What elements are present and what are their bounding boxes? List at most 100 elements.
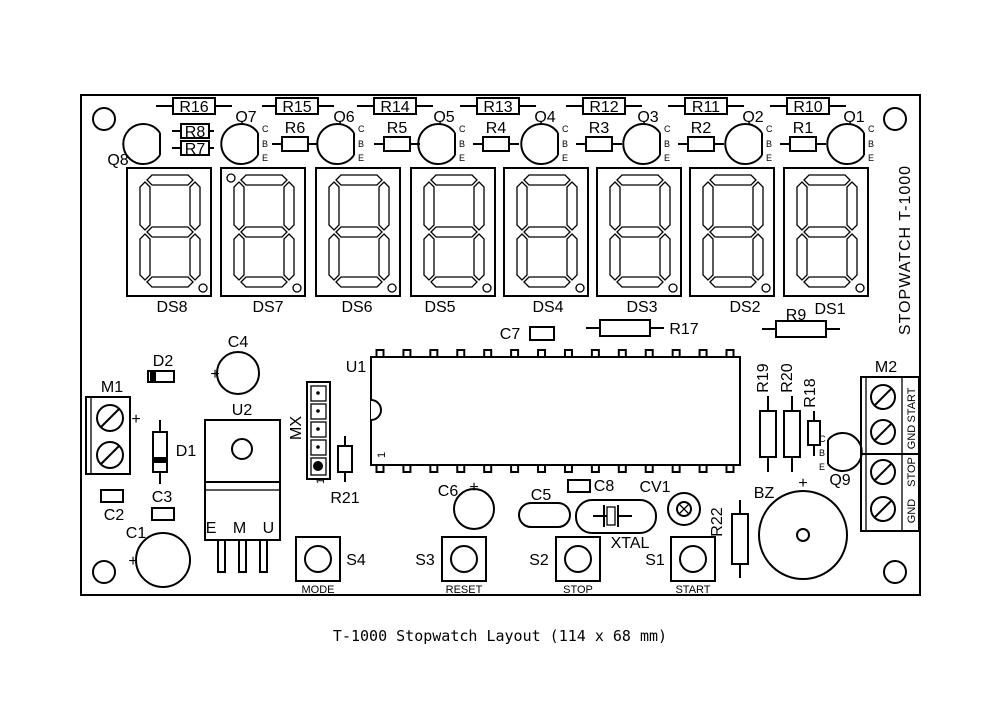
board-outline — [80, 94, 921, 596]
diode-d2: D2 — [147, 353, 175, 383]
pin-letter: C — [819, 434, 826, 444]
terminal-m2: M2 START GND STOP GND — [860, 359, 920, 532]
part-label: C7 — [500, 326, 521, 343]
part-label: R17 — [669, 321, 698, 338]
resistor-label: R11 — [692, 99, 720, 116]
part-label: R20 — [779, 363, 796, 392]
transistor-label: Q3 — [637, 109, 658, 126]
transistor-q7: C B E Q7 — [220, 109, 269, 165]
button-s2[interactable]: S2 STOP — [529, 536, 601, 596]
ic-pin — [537, 464, 547, 473]
transistor-label: Q4 — [534, 109, 555, 126]
resistor-r19: R19 — [755, 363, 777, 472]
resistor-label: R13 — [483, 99, 512, 116]
mounting-hole — [92, 560, 116, 584]
display-label: DS3 — [626, 299, 657, 316]
button-s1[interactable]: S1 START — [645, 536, 716, 596]
transistor-row: Q8 C B E Q7 C B E Q6 C B E Q5 C B E — [107, 109, 875, 169]
button-ref: S2 — [529, 552, 549, 569]
pin-letter: B — [358, 139, 364, 149]
ic-pin — [617, 464, 627, 473]
part-label: R22 — [709, 507, 726, 536]
ic-pin — [402, 349, 412, 358]
display-label: DS1 — [814, 301, 845, 318]
ic-pin — [590, 464, 600, 473]
capacitor-c2: C2 — [100, 489, 125, 524]
display-label: DS5 — [424, 299, 455, 316]
resistor-label: R10 — [793, 99, 822, 116]
pin-letter: E — [766, 153, 772, 163]
polarity-mark: + — [469, 479, 478, 496]
resistor-label: R12 — [589, 99, 618, 116]
pin-letter: B — [459, 139, 465, 149]
resistor-r17: R17 — [586, 319, 699, 338]
button-label-mode: MODE — [302, 584, 335, 596]
ic-pin — [617, 349, 627, 358]
part-label: R18 — [802, 378, 819, 407]
seven-segment-display — [220, 167, 306, 297]
part-label: C6 — [438, 483, 459, 500]
part-label: C2 — [104, 507, 125, 524]
ic-pin — [671, 349, 681, 358]
part-label: D1 — [176, 443, 197, 460]
pin-letter: E — [868, 153, 874, 163]
top-resistor-row: R16 R15 R14 R13 R12 R11 — [156, 97, 846, 116]
terminal-label-stop: STOP — [906, 457, 918, 487]
terminal-label-gnd: GND — [906, 425, 918, 450]
transistor-q3: C B E Q3 — [622, 109, 671, 165]
resistor-r16: R16 — [156, 97, 232, 116]
capacitor-c7: C7 — [500, 326, 555, 343]
resistor-r6: R6 — [272, 120, 318, 152]
ic-u1: U1 1 — [346, 349, 741, 473]
polarity-mark: + — [210, 366, 219, 383]
ic-pins — [375, 349, 735, 473]
ic-pin — [698, 349, 708, 358]
resistor-label: R15 — [282, 99, 311, 116]
seven-segment-display — [410, 167, 496, 297]
transistor-q9: C B E Q9 — [819, 432, 863, 489]
pin-letter: B — [819, 448, 825, 458]
ic-pin — [671, 464, 681, 473]
seven-segment-display — [126, 167, 212, 297]
ic-pin — [563, 464, 573, 473]
terminal-label-start: START — [906, 387, 918, 422]
display-row — [126, 167, 869, 297]
figure-caption: T-1000 Stopwatch Layout (114 x 68 mm) — [333, 627, 667, 645]
ic-pin — [429, 349, 439, 358]
button-label-start: START — [675, 584, 710, 596]
transistor-label: Q8 — [107, 152, 128, 169]
ic-pin — [725, 464, 735, 473]
ic-pin — [725, 349, 735, 358]
mounting-holes — [92, 107, 907, 584]
transistor-q4: C B E Q4 — [520, 109, 569, 165]
display-label: DS4 — [532, 299, 563, 316]
button-s3[interactable]: S3 RESET — [415, 536, 487, 596]
transistor-q6: C B E Q6 — [316, 109, 365, 165]
mounting-hole — [883, 560, 907, 584]
ic-pin — [510, 464, 520, 473]
pin-letter: C — [562, 124, 569, 134]
resistor-r13: R13 — [460, 97, 536, 116]
resistor-label: R2 — [691, 120, 712, 137]
diode-d1: D1 — [152, 420, 197, 484]
display-label: DS8 — [156, 299, 187, 316]
resistor-r21: R21 — [330, 436, 360, 507]
pin-letter: C — [358, 124, 365, 134]
pin-letter: E — [358, 153, 364, 163]
display-labels: DS8 DS7 DS6 DS5 DS4 DS3 DS2 DS1 — [156, 299, 845, 318]
ic-pin — [456, 349, 466, 358]
transistor-label: Q7 — [235, 109, 256, 126]
part-label: MX — [288, 416, 305, 440]
button-s4[interactable]: S4 MODE — [295, 536, 366, 596]
ic-pin — [698, 464, 708, 473]
pin-labels: E M U — [206, 520, 280, 537]
part-label: R21 — [330, 490, 359, 507]
display-label: DS7 — [252, 299, 283, 316]
pin-letter: E — [459, 153, 465, 163]
ic-pin — [483, 349, 493, 358]
seven-segment-display — [315, 167, 401, 297]
pin-letter: C — [766, 124, 773, 134]
part-label: U1 — [346, 359, 367, 376]
resistor-r12: R12 — [566, 97, 642, 116]
